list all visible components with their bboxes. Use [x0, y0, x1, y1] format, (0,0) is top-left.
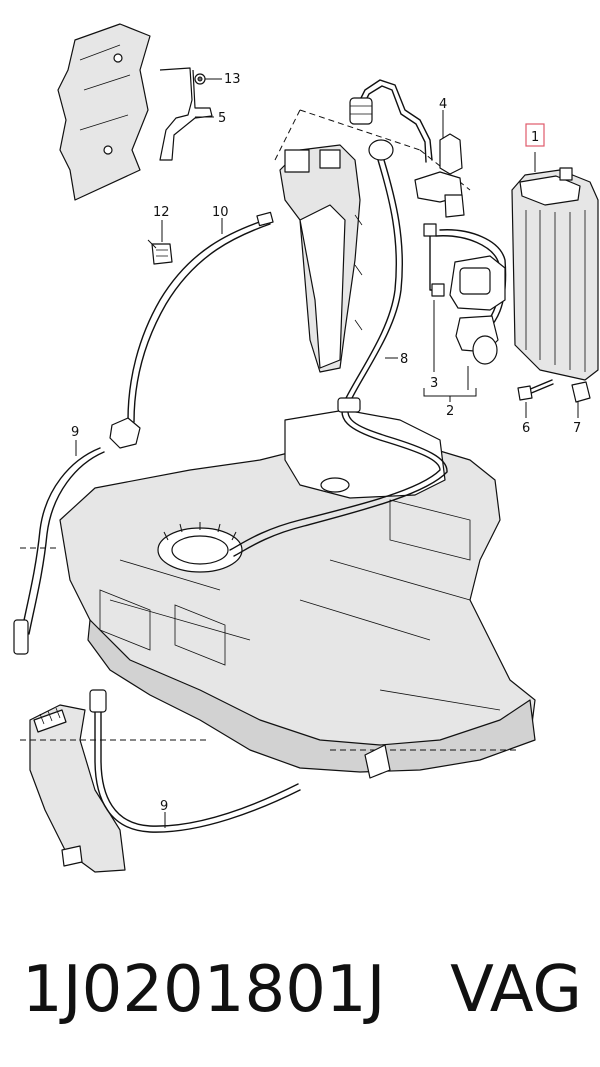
callout-1: 1: [531, 130, 539, 145]
callout-9-upper: 9: [71, 425, 79, 440]
part-caption: 1J0201801J VAG: [0, 940, 600, 1040]
callout-6: 6: [522, 421, 530, 436]
vent-line-8-drawing: [229, 159, 448, 557]
callout-10: 10: [212, 205, 229, 220]
callout-4: 4: [439, 97, 447, 112]
callout-2: 2: [446, 404, 454, 419]
callout-12: 12: [153, 205, 170, 220]
callout-5: 5: [218, 111, 226, 126]
inline-filter-drawing: [349, 79, 433, 163]
callout-13: 13: [224, 72, 241, 87]
solenoid-valve-drawing: [423, 223, 507, 402]
parts-diagram: 1 2 3 4 5 6 7 8 9 9 10 12 13: [13, 23, 599, 873]
filler-pipe-drawing: [20, 689, 520, 873]
callout-7: 7: [573, 421, 581, 436]
callout-8: 8: [400, 352, 408, 367]
expansion-tank-drawing: [274, 109, 471, 373]
leader-lines: [147, 239, 157, 249]
callout-3: 3: [430, 376, 438, 391]
charcoal-canister-drawing: [511, 123, 599, 403]
fuel-line-9-upper-drawing: [13, 440, 105, 655]
callout-9-lower: 9: [160, 799, 168, 814]
valve-4-drawing: [414, 110, 465, 218]
clip-12-drawing: [151, 220, 173, 265]
shield-bracket-drawing: [57, 23, 222, 201]
fuel-tank-drawing: [20, 409, 536, 773]
brand-name: VAG: [450, 953, 582, 1027]
part-number: 1J0201801J: [22, 953, 386, 1027]
vent-line-10-drawing: [109, 211, 274, 449]
screw-6-drawing: [517, 379, 579, 418]
